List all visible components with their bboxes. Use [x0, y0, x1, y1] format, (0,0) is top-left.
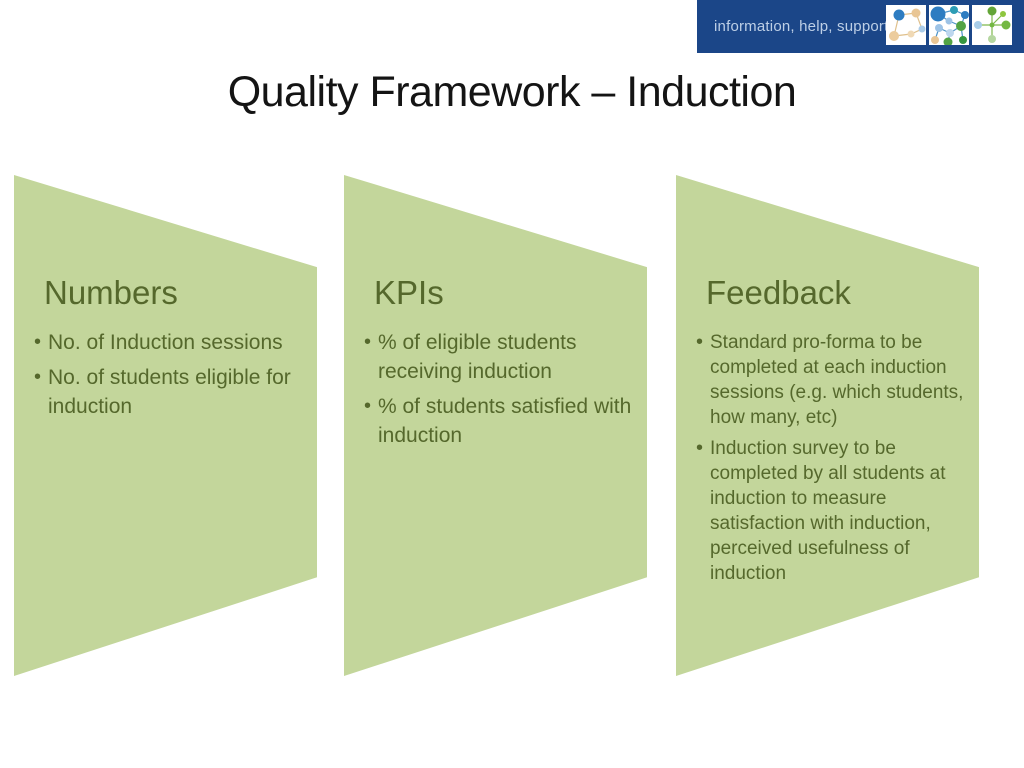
column-heading: Feedback [706, 274, 851, 311]
bullet-item: • % of eligible students receiving induc… [364, 328, 639, 386]
bullet-list: • No. of Induction sessions • No. of stu… [34, 328, 309, 421]
molecule-tile-3-icon [972, 5, 1012, 45]
column-heading: KPIs [374, 274, 444, 311]
process-shape-kpis: KPIs • % of eligible students receiving … [344, 175, 647, 676]
bullet-text: Standard pro-forma to be completed at ea… [710, 332, 964, 428]
bullet-text: % of eligible students receiving inducti… [378, 331, 577, 383]
shape-content: Numbers • No. of Induction sessions • No… [14, 175, 317, 421]
process-shape-feedback: Feedback • Standard pro-forma to be comp… [676, 175, 979, 676]
bullet-item: • No. of students eligible for induction [34, 363, 309, 421]
bullet-list: • % of eligible students receiving induc… [364, 328, 639, 450]
molecule-tile-2-icon [929, 5, 969, 45]
bullet-text: No. of students eligible for induction [48, 366, 291, 418]
bullet-text: No. of Induction sessions [48, 331, 283, 354]
bullet-marker: • [696, 437, 704, 459]
slide-title: Quality Framework – Induction [227, 68, 797, 116]
bullet-list: • Standard pro-forma to be completed at … [696, 330, 971, 586]
bullet-text: % of students satisfied with induction [378, 395, 632, 447]
bullet-marker: • [696, 331, 704, 353]
bullet-marker: • [34, 366, 42, 388]
bullet-item: • Standard pro-forma to be completed at … [696, 330, 971, 430]
molecule-tile-1-icon [886, 5, 926, 45]
shape-content: Feedback • Standard pro-forma to be comp… [676, 175, 979, 586]
shape-content: KPIs • % of eligible students receiving … [344, 175, 647, 450]
column-heading: Numbers [44, 274, 178, 311]
bullet-item: • No. of Induction sessions [34, 328, 309, 357]
logo-banner: information, help, support [697, 0, 1024, 53]
bullet-marker: • [364, 331, 372, 353]
logo-tiles [886, 5, 1012, 45]
bullet-marker: • [364, 395, 372, 417]
process-shape-numbers: Numbers • No. of Induction sessions • No… [14, 175, 317, 676]
bullet-item: • Induction survey to be completed by al… [696, 436, 971, 586]
bullet-text: Induction survey to be completed by all … [710, 438, 946, 584]
logo-tagline: information, help, support [714, 18, 889, 35]
bullet-item: • % of students satisfied with induction [364, 392, 639, 450]
bullet-marker: • [34, 331, 42, 353]
